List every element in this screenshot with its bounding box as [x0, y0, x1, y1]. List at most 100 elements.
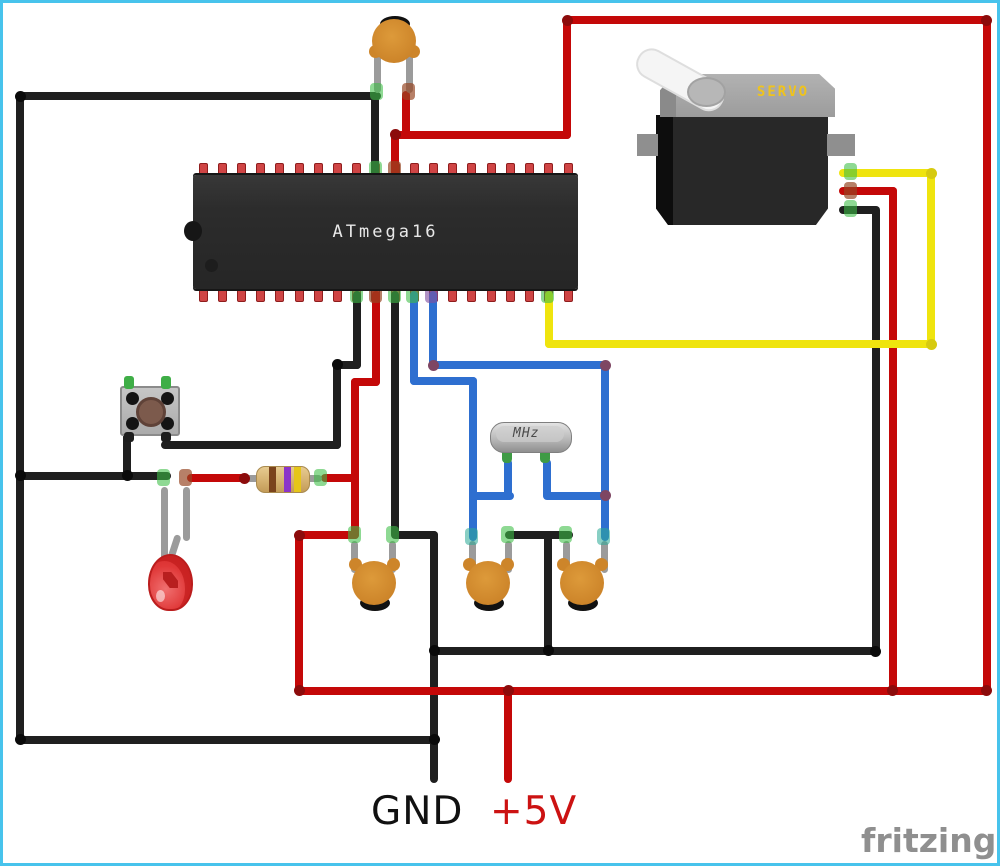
connector-clamp: [406, 286, 419, 303]
bendpoint-dot: [428, 733, 440, 745]
component-leg: [161, 487, 168, 563]
servo-body-shade: [656, 115, 673, 225]
cap-head: [352, 561, 396, 605]
component-leg: [304, 475, 322, 482]
bendpoint-dot: [389, 128, 401, 140]
ic-pin-bottom: [525, 288, 535, 302]
red-wire: [402, 91, 410, 137]
pushbutton: [120, 376, 180, 442]
fritzing-watermark: fritzing: [861, 821, 997, 860]
resistor: [256, 466, 310, 493]
black-wire: [872, 206, 880, 655]
ic-pin-bottom: [505, 288, 515, 302]
red-wire: [391, 131, 399, 177]
component-leg: [505, 541, 512, 573]
component-leg: [563, 541, 570, 573]
connector-clamp: [465, 528, 478, 545]
black-wire: [16, 736, 438, 744]
bendpoint-dot: [542, 644, 554, 656]
crystal-label: MHz: [513, 426, 540, 441]
ic-pin-bottom: [236, 288, 246, 302]
connector-clamp: [597, 528, 610, 545]
connector-clamp: [370, 83, 383, 100]
connector-clamp: [402, 83, 415, 100]
ic-pin-bottom: [217, 288, 227, 302]
yellow-wire: [839, 169, 935, 177]
blue-wire: [469, 492, 514, 500]
button-contact: [161, 417, 174, 430]
led: [148, 554, 193, 611]
black-wire: [16, 92, 381, 100]
button-cap: [136, 397, 166, 427]
blue-wire: [429, 291, 437, 369]
ic-pin-bottom: [275, 288, 285, 302]
ic-pin-bottom: [256, 288, 266, 302]
cap-head: [560, 561, 604, 605]
blue-wire: [410, 291, 418, 385]
blue-wire: [543, 492, 605, 500]
connector-clamp: [844, 200, 857, 217]
servo-motor: SERVO: [630, 42, 865, 229]
resistor-band: [284, 467, 291, 492]
connector-clamp: [369, 161, 382, 178]
red-wire: [372, 291, 380, 386]
cap-head: [466, 561, 510, 605]
atmega16-chip: ATmega16: [184, 175, 578, 289]
ic-pin-bottom: [313, 288, 323, 302]
button-pin-top-left: [124, 376, 134, 389]
yellow-wire: [927, 169, 935, 348]
ic-notch: [184, 221, 202, 241]
black-wire: [391, 531, 438, 539]
yellow-wire: [545, 340, 935, 348]
bendpoint-dot: [14, 469, 26, 481]
red-wire: [504, 687, 512, 783]
black-wire: [430, 531, 438, 783]
button-contact: [126, 417, 139, 430]
black-wire: [333, 361, 341, 449]
bendpoint-dot: [925, 167, 937, 179]
red-wire: [187, 474, 247, 482]
blue-wire: [429, 361, 609, 369]
component-leg: [183, 487, 190, 541]
black-wire: [16, 472, 171, 480]
black-wire: [16, 92, 24, 744]
ic-pin-bottom: [448, 288, 458, 302]
gnd-label: GND: [371, 789, 464, 834]
black-wire: [544, 531, 552, 655]
black-wire: [430, 647, 880, 655]
red-wire: [321, 474, 359, 482]
bendpoint-dot: [427, 359, 439, 371]
black-wire: [839, 206, 879, 214]
crystal-oscillator: MHz: [490, 422, 572, 453]
bendpoint-dot: [561, 14, 573, 26]
bendpoint-dot: [14, 733, 26, 745]
component-leg: [389, 541, 396, 573]
connector-clamp: [369, 286, 382, 303]
bendpoint-dot: [293, 529, 305, 541]
bendpoint-dot: [599, 359, 611, 371]
bendpoint-dot: [869, 645, 881, 657]
connector-clamp: [388, 286, 401, 303]
bendpoint-dot: [331, 358, 343, 370]
ic-pin-bottom: [563, 288, 573, 302]
red-wire: [295, 531, 303, 695]
bendpoint-dot: [925, 338, 937, 350]
red-wire: [295, 531, 359, 539]
crystal-leg: [502, 447, 512, 463]
red-wire: [295, 687, 991, 695]
ceramic-capacitor-2: [463, 558, 514, 611]
yellow-wire: [545, 291, 553, 348]
red-wire: [839, 187, 897, 195]
button-contact: [161, 392, 174, 405]
black-wire: [391, 291, 399, 538]
crystal-leg: [540, 447, 550, 463]
servo-label: SERVO: [756, 84, 810, 100]
ic-pin-bottom: [198, 288, 208, 302]
bendpoint-dot: [428, 644, 440, 656]
plus5v-label: +5V: [490, 789, 578, 834]
connector-clamp: [541, 286, 554, 303]
red-wire: [983, 16, 991, 695]
connector-clamp: [350, 286, 363, 303]
black-wire: [123, 433, 131, 480]
